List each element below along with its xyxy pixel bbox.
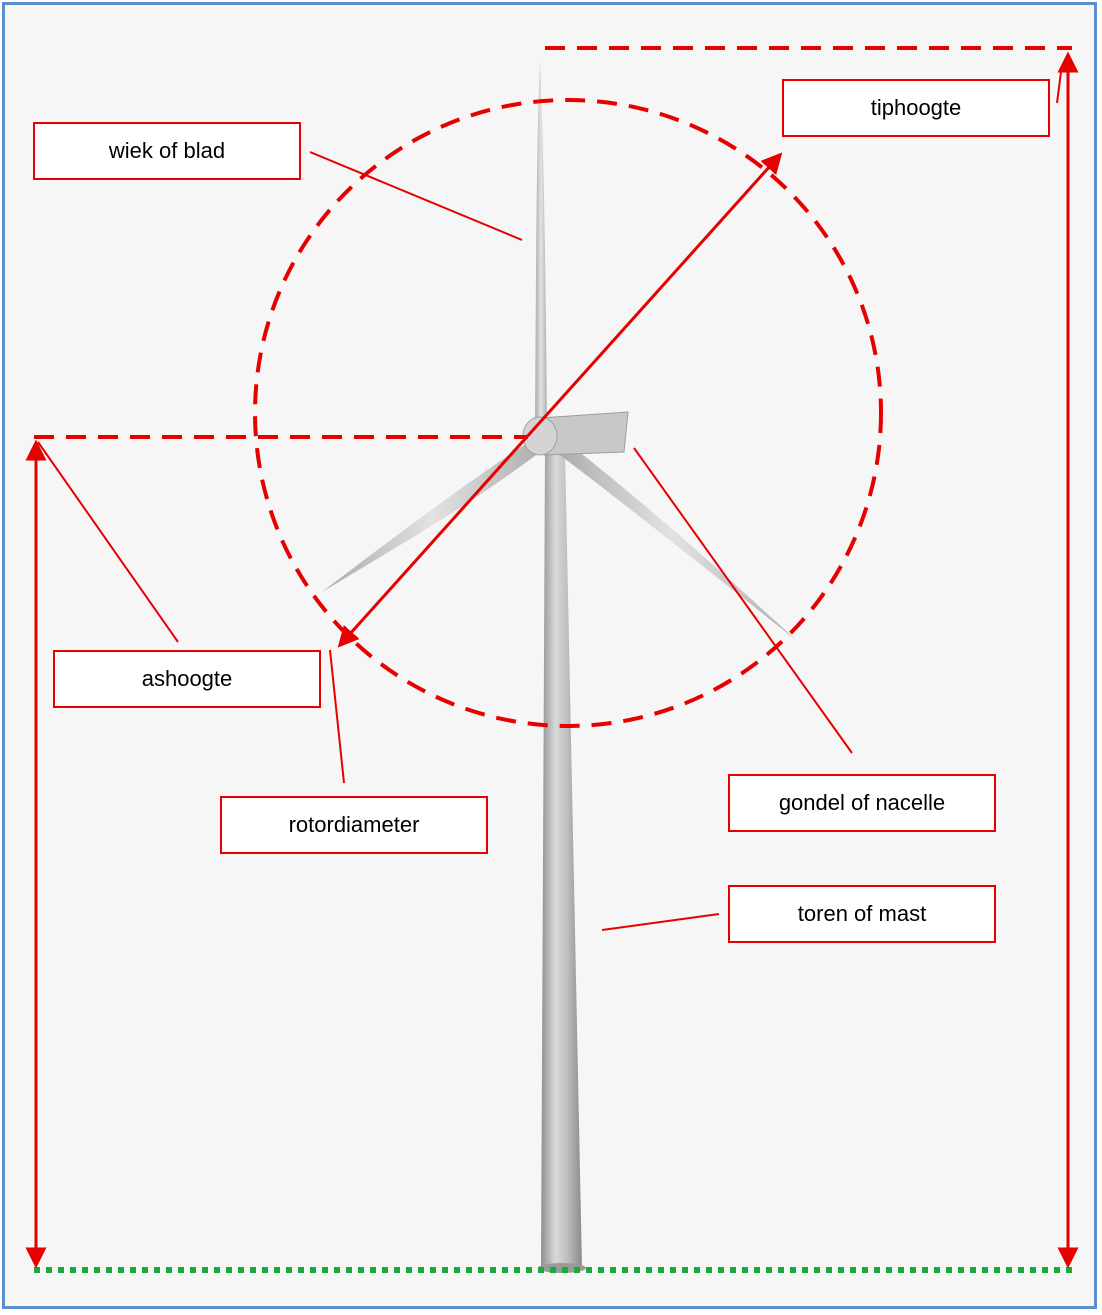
label-nacelle: gondel of nacelle — [728, 774, 996, 832]
tower-leader — [602, 914, 719, 930]
left-blade — [322, 440, 540, 592]
rotor-diameter-leader — [330, 650, 344, 783]
label-hub-height: ashoogte — [53, 650, 321, 708]
hub-height-leader — [38, 442, 178, 642]
label-blade: wiek of blad — [33, 122, 301, 180]
label-rotor-diameter: rotordiameter — [220, 796, 488, 854]
tower — [541, 450, 582, 1268]
right-blade — [548, 434, 796, 640]
label-tip-height: tiphoogte — [782, 79, 1050, 137]
label-tower: toren of mast — [728, 885, 996, 943]
upper-blade — [535, 60, 547, 430]
tip-height-leader — [1057, 72, 1061, 103]
